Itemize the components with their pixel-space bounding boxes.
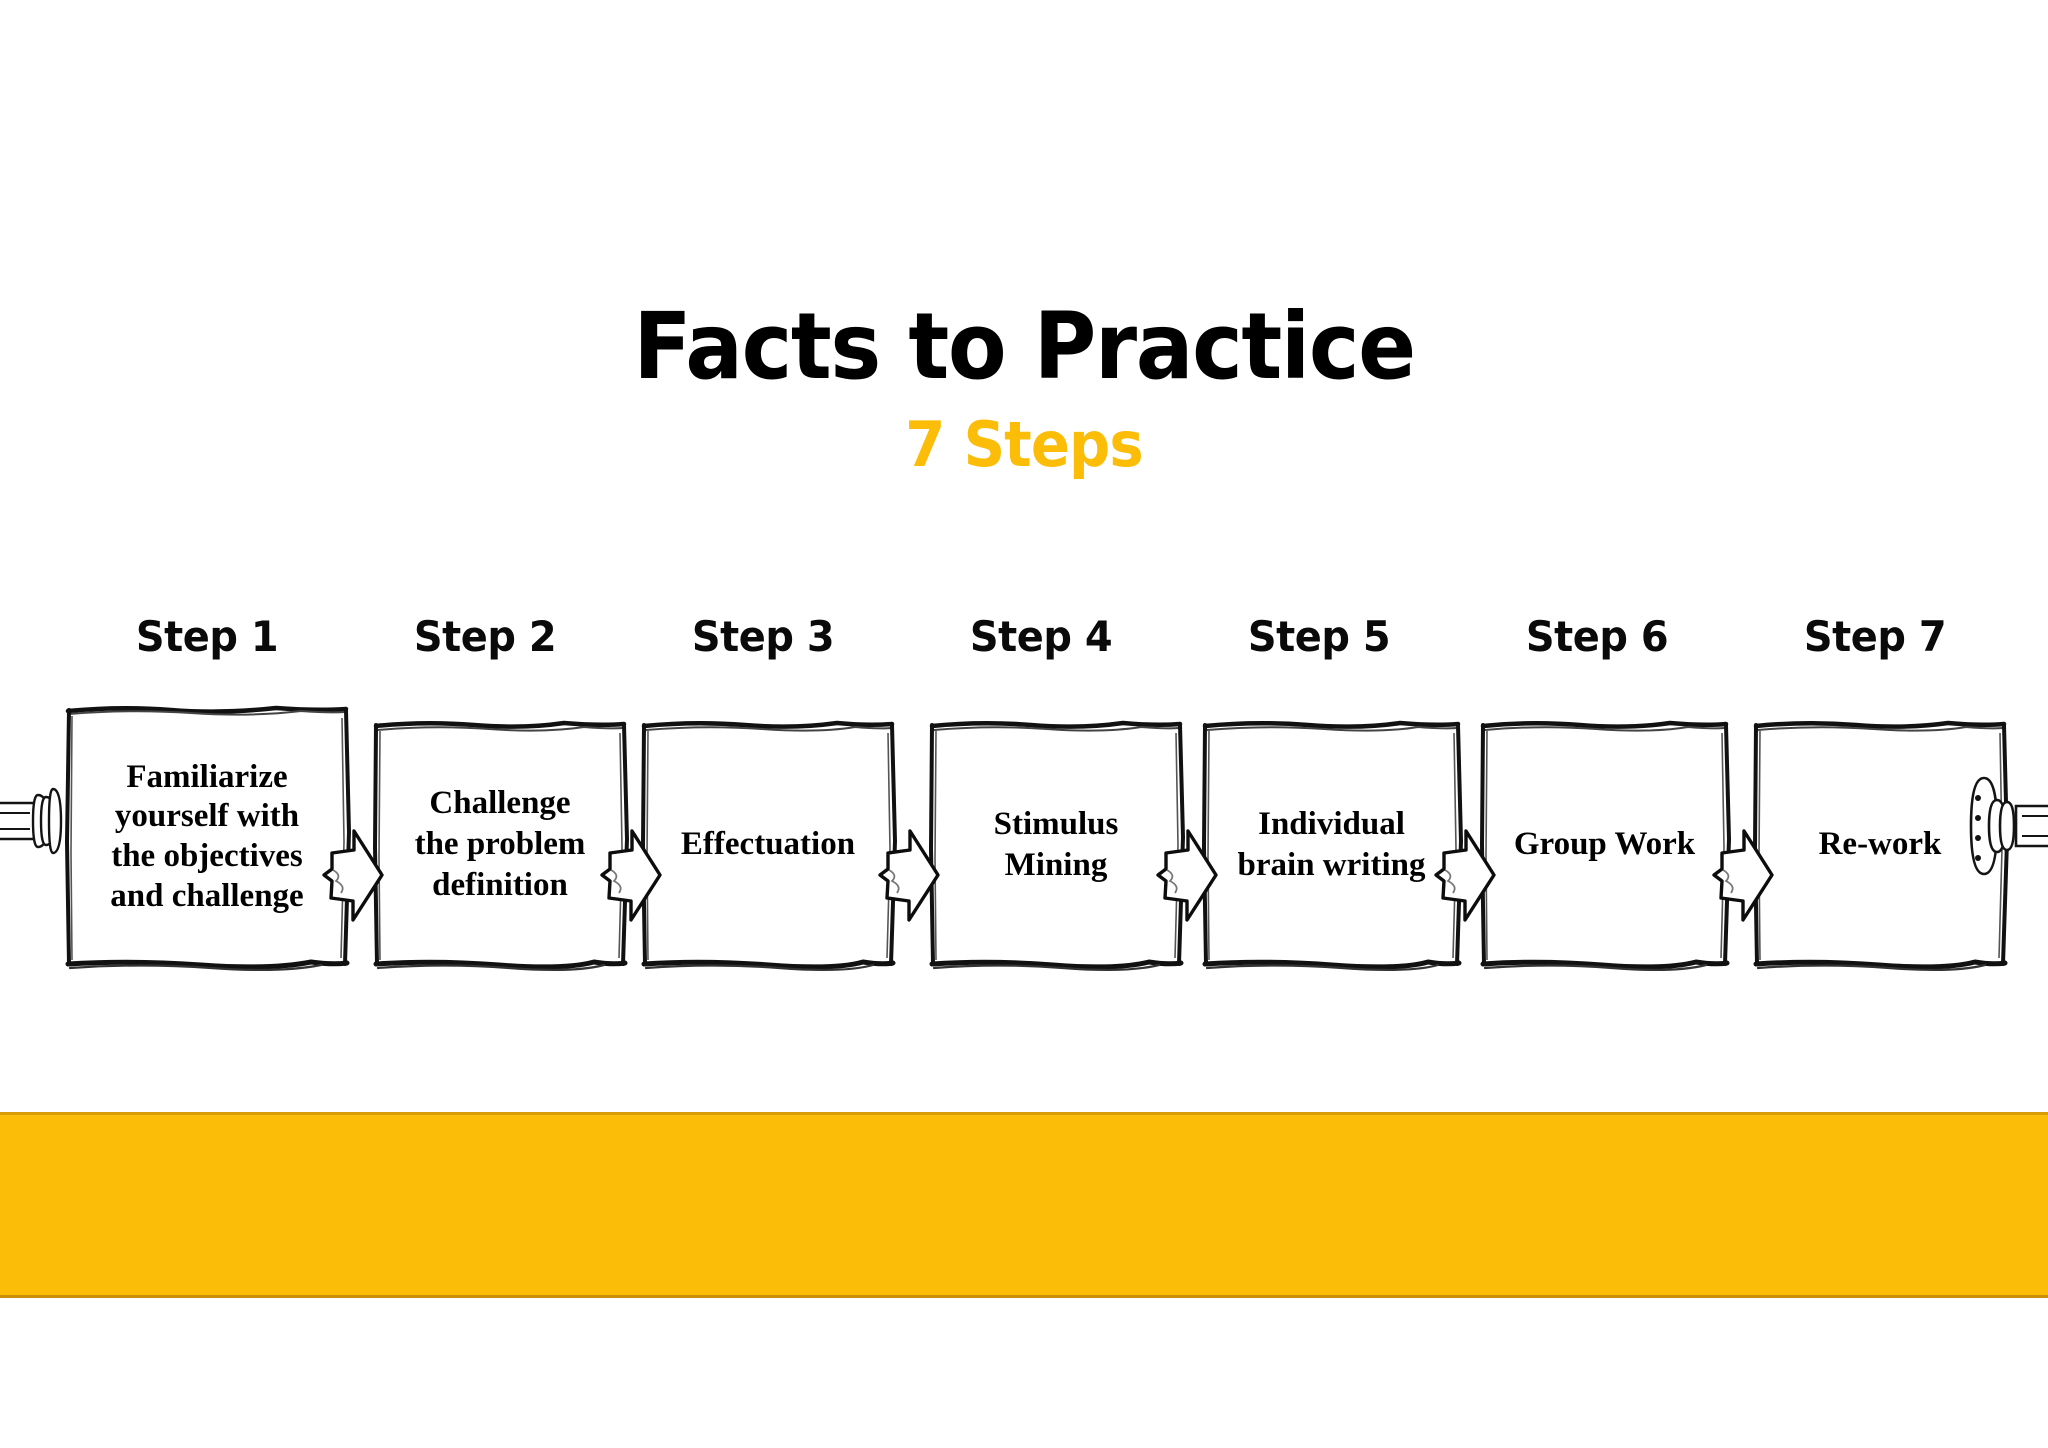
pipe-connector-right-icon [1966,772,2048,880]
arrow-5-to-6 [1432,823,1498,927]
arrow-2-to-3 [598,823,664,927]
page-subtitle: 7 Steps [905,407,1143,481]
step-text-7: Re-work [1818,826,1942,863]
step-text-2: Challenge the problem definition [414,785,586,903]
step-box-3[interactable]: Effectuation [640,720,898,972]
title-block: Facts to Practice 7 Steps [0,300,2048,477]
arrow-3-to-4 [876,823,942,927]
step-label-7: Step 7 [1803,612,1947,661]
step-box-2[interactable]: Challenge the problem definition [372,720,630,972]
step-label-5: Step 5 [1247,612,1391,661]
step-text-5: Individual brain writing [1237,805,1426,883]
step-box-1[interactable]: Familiarize yourself with the objectives… [64,705,352,972]
step-text-4: Stimulus Mining [993,805,1119,883]
step-label-2: Step 2 [413,612,557,661]
arrow-1-to-2 [320,823,386,927]
step-text-3: Effectuation [680,826,856,863]
step-label-4: Step 4 [969,612,1113,661]
step-label-6: Step 6 [1525,612,1669,661]
step-text-6: Group Work [1513,826,1696,863]
process-flow: Step 1 Familiarize yourself with the obj… [0,600,2048,1000]
step-label-1: Step 1 [135,612,279,661]
arrow-4-to-5 [1154,823,1220,927]
page-title: Facts to Practice [633,293,1416,400]
arrow-6-to-7 [1710,823,1776,927]
pipe-connector-left-icon [0,775,74,867]
step-text-1: Familiarize yourself with the objectives… [110,758,304,914]
step-box-5[interactable]: Individual brain writing [1201,720,1464,972]
step-label-3: Step 3 [691,612,835,661]
step-box-4[interactable]: Stimulus Mining [928,720,1186,972]
footer-accent-bar [0,1112,2048,1298]
step-box-6[interactable]: Group Work [1479,720,1732,972]
